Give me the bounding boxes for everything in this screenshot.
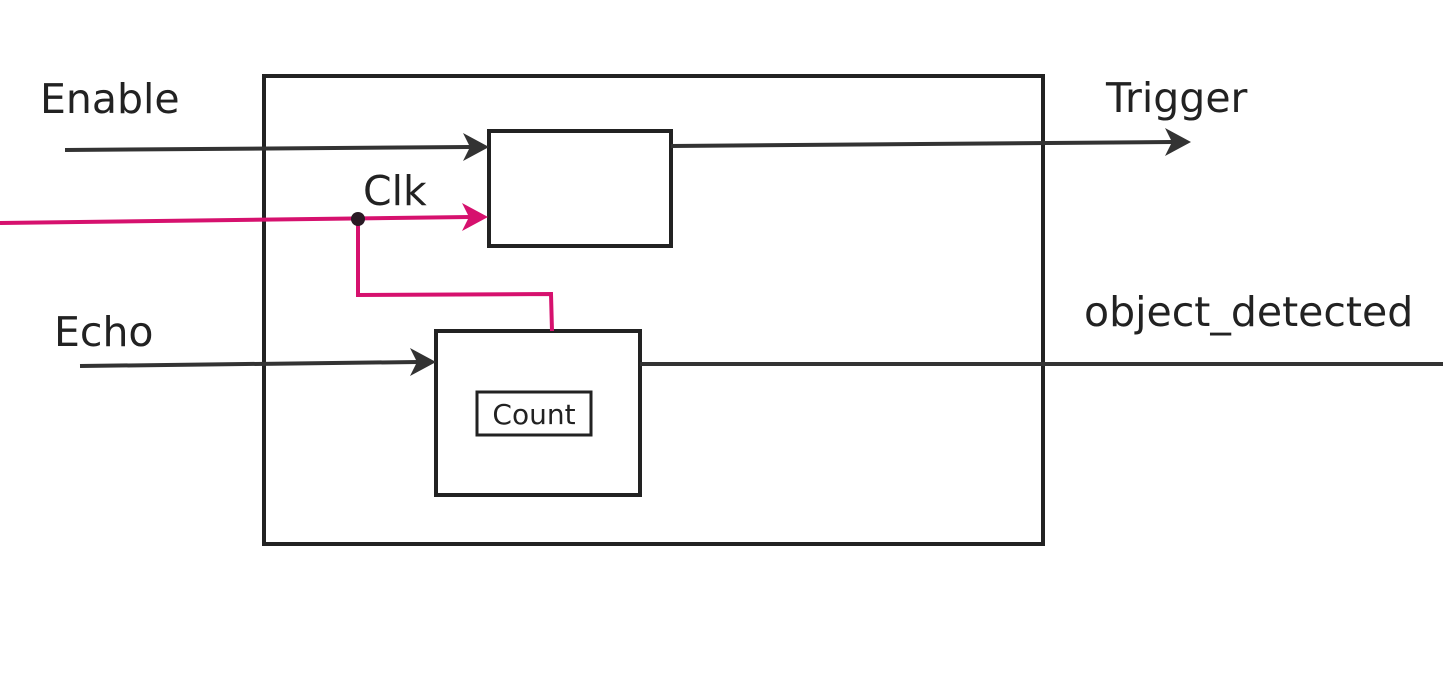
echo-arrow	[79, 348, 436, 376]
enable-arrow	[64, 133, 489, 161]
count-box	[475, 390, 593, 437]
count-label: Count	[492, 398, 575, 431]
trigger-label: Trigger	[1105, 74, 1248, 122]
clock-branch-wire	[356, 219, 554, 332]
clock-arrow	[0, 203, 488, 231]
clock-junction-dot	[351, 212, 365, 226]
echo-label: Echo	[54, 308, 154, 356]
counter-block	[434, 329, 642, 497]
outer-module-box	[262, 74, 1045, 546]
trigger-arrow	[670, 128, 1191, 156]
clk-label: Clk	[363, 167, 427, 215]
object-detected-label: object_detected	[1084, 288, 1413, 336]
trigger-block	[487, 129, 673, 248]
enable-label: Enable	[40, 75, 180, 123]
